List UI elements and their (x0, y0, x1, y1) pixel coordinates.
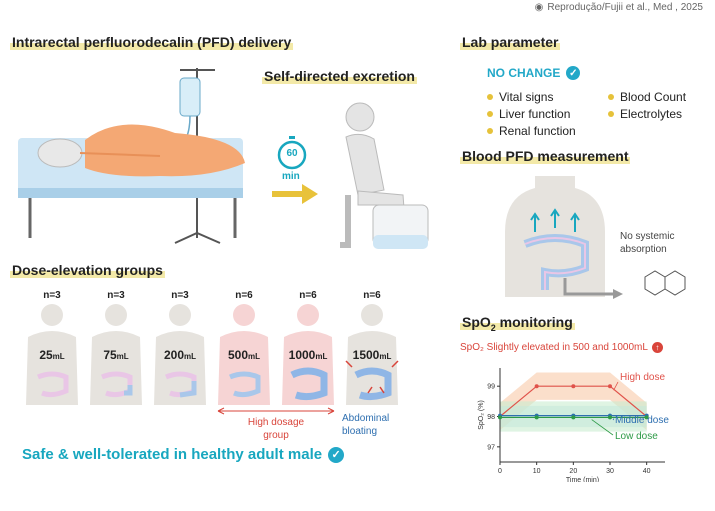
timer: 60 (275, 136, 309, 170)
photo-credit: ◉ Reprodução/Fujii et al., Med , 2025 (535, 2, 703, 13)
safe-statement: Safe & well-tolerated in healthy adult m… (22, 446, 345, 463)
body-figure (345, 304, 399, 405)
body-figure (26, 304, 78, 405)
lab-title: Lab parameter (460, 34, 561, 50)
body-figure (154, 304, 206, 405)
dose-groups: n=3 25mL n=3 75mL n=3 200mL n=6 (22, 290, 402, 410)
data-point (534, 384, 539, 389)
excretion-title: Self-directed excretion (262, 68, 417, 84)
lab-item: Blood Count (608, 88, 686, 105)
y-tick-label: 99 (487, 384, 495, 391)
spo2-note: SpO₂ Slightly elevated in 500 and 1000mL… (460, 342, 663, 353)
group-n: n=3 (43, 290, 61, 301)
x-tick-label: 40 (643, 468, 651, 475)
x-tick-label: 20 (569, 468, 577, 475)
group-n: n=3 (107, 290, 125, 301)
dose-unit: mL (52, 352, 65, 361)
dose-group: n=3 75mL (86, 290, 146, 411)
dose-group: n=3 200mL (150, 290, 210, 411)
dose-amount: 200 (163, 348, 185, 362)
dose-group: n=6 1000mL (278, 290, 338, 411)
y-axis-label: SpO₂ (%) (478, 400, 485, 430)
blood-title: Blood PFD measurement (460, 148, 631, 164)
dose-unit: mL (315, 352, 328, 361)
dose-group: n=3 25mL (22, 290, 82, 411)
stopwatch-icon (277, 136, 307, 170)
series-label-leader (613, 381, 619, 391)
x-tick-label: 10 (533, 468, 541, 475)
dose-unit: mL (184, 352, 197, 361)
body-figure (218, 304, 270, 405)
x-tick-label: 30 (606, 468, 614, 475)
series-label: Middle dose (615, 415, 669, 426)
bullet-icon (608, 93, 614, 100)
bullet-icon (487, 127, 493, 134)
group-n: n=6 (299, 290, 317, 301)
dose-group: n=6 1500mL (342, 290, 402, 411)
series-label-leader (591, 419, 614, 436)
no-change: NO CHANGE ✓ (487, 66, 581, 80)
group-n: n=6 (235, 290, 253, 301)
bloating-label: Abdominal bloating (342, 413, 390, 437)
body-figure (282, 304, 334, 405)
dose-amount: 500 (227, 348, 249, 362)
high-dose-bracket (217, 407, 335, 415)
lab-item: Vital signs (487, 88, 576, 105)
safe-text: Safe & well-tolerated in healthy adult m… (22, 446, 323, 463)
data-point (571, 384, 576, 389)
group-n: n=3 (171, 290, 189, 301)
series-label: High dose (620, 372, 665, 383)
y-tick-label: 97 (487, 444, 495, 451)
group-n: n=6 (363, 290, 381, 301)
dose-unit: mL (379, 352, 392, 361)
dose-amount: 1000 (288, 348, 316, 362)
dose-unit: mL (116, 352, 129, 361)
lab-item: Liver function (487, 105, 576, 122)
x-tick-label: 0 (498, 468, 502, 475)
lab-list-right: Blood Count Electrolytes (608, 88, 686, 122)
x-axis-label: Time (min) (566, 477, 599, 482)
delivery-illustration (18, 68, 245, 244)
blood-illustration (505, 176, 686, 299)
dose-group: n=6 500mL (214, 290, 274, 411)
seated-person-illustration (340, 102, 429, 249)
timer-unit: min (282, 171, 300, 182)
y-tick-label: 98 (487, 414, 495, 421)
data-point (498, 415, 502, 420)
data-point (608, 415, 612, 420)
series-label: Low dose (615, 431, 658, 442)
no-change-text: NO CHANGE (487, 66, 561, 80)
camera-icon: ◉ (534, 2, 544, 13)
data-point (644, 415, 649, 420)
check-circle-icon: ✓ (566, 66, 581, 80)
credit-text: Reprodução/Fujii et al., Med , 2025 (547, 2, 703, 13)
lab-item: Renal function (487, 122, 576, 139)
data-point (571, 415, 576, 420)
dose-title: Dose-elevation groups (10, 262, 165, 278)
bullet-icon (487, 110, 493, 117)
dose-unit: mL (248, 352, 261, 361)
check-circle-icon: ✓ (328, 446, 345, 463)
arrow-right-icon (272, 184, 318, 204)
lab-item: Electrolytes (608, 105, 686, 122)
series-label-leader (612, 418, 615, 421)
high-dosage-label: High dosage group (247, 417, 305, 441)
dose-amount: 1500 (352, 348, 380, 362)
lab-list-left: Vital signs Liver function Renal functio… (487, 88, 576, 139)
no-absorption-note: No systemic absorption (620, 231, 675, 255)
body-figure (90, 304, 142, 405)
spo2-title: SpO2 monitoring (460, 314, 575, 333)
bullet-icon (608, 110, 614, 117)
up-arrow-circle-icon: ↑ (651, 342, 663, 353)
data-point (534, 415, 539, 420)
data-point (608, 384, 612, 389)
dose-amount: 25 (39, 348, 53, 362)
bullet-icon (487, 93, 493, 100)
dose-amount: 75 (103, 348, 117, 362)
timer-value: 60 (286, 148, 298, 159)
delivery-title: Intrarectal perfluorodecalin (PFD) deliv… (10, 34, 294, 50)
